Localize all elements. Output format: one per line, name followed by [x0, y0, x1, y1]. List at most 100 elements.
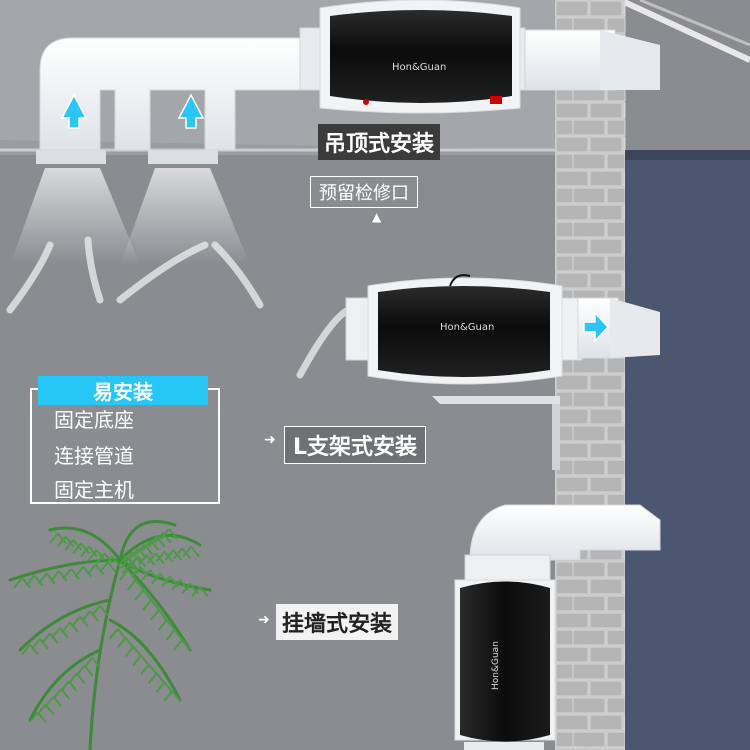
- palm-leaf: [116, 628, 127, 640]
- brick: [606, 629, 626, 646]
- palm-leaf: [168, 528, 178, 540]
- palm-leaf: [64, 539, 75, 551]
- brick: [606, 731, 626, 748]
- ceiling-fan-unit: Hon&Guan: [299, 0, 526, 114]
- palm-leaf: [131, 566, 141, 578]
- brick: [606, 425, 626, 442]
- brick: [572, 561, 606, 578]
- brick: [555, 374, 589, 391]
- palm-leaf: [39, 638, 49, 650]
- palm-leaf: [108, 628, 119, 640]
- palm-leaf: [173, 629, 184, 641]
- palm-leaf: [123, 551, 134, 563]
- brick: [589, 102, 623, 119]
- palm-leaf: [129, 547, 140, 559]
- palm-leaf: [94, 563, 105, 576]
- brick: [555, 714, 589, 731]
- brick: [623, 612, 626, 629]
- brick: [555, 680, 589, 697]
- palm-leaf: [146, 552, 157, 564]
- palm-leaf: [72, 539, 83, 551]
- palm-leaf: [165, 619, 176, 631]
- palm-leaf: [126, 569, 137, 581]
- palm-leaf: [161, 576, 171, 588]
- brick: [572, 629, 606, 646]
- brick: [606, 255, 626, 272]
- palm-leaf: [64, 536, 75, 548]
- airflow-curves: [6, 236, 352, 379]
- brick: [555, 170, 589, 187]
- palm-leaf: [140, 663, 150, 676]
- palm-leaf: [48, 532, 59, 544]
- palm-leaf: [141, 569, 151, 581]
- palm-leaf: [88, 546, 98, 558]
- palm-leaf: [155, 551, 166, 563]
- brick: [555, 272, 589, 289]
- palm-leaf: [60, 688, 70, 700]
- palm-leaf: [45, 572, 56, 584]
- bullet-arrow-icon: ➜: [258, 612, 270, 628]
- palm-leaf: [72, 542, 82, 554]
- brick: [623, 476, 626, 493]
- brand-logo: Hon&Guan: [392, 62, 446, 73]
- palm-leaf: [135, 543, 146, 556]
- palm-leaf: [190, 546, 200, 558]
- wall-fan-unit: Hon&Guan: [454, 504, 661, 750]
- brick: [589, 442, 623, 459]
- palm-leaf: [191, 586, 201, 598]
- palm-leaf: [75, 672, 86, 684]
- brick: [589, 238, 623, 255]
- palm-leaf: [21, 577, 32, 589]
- palm-leaf: [68, 680, 78, 692]
- palm-leaf: [150, 609, 160, 621]
- brick: [572, 663, 606, 680]
- palm-leaf: [95, 549, 106, 561]
- brick: [606, 17, 626, 34]
- brick: [606, 663, 626, 680]
- brick: [589, 476, 623, 493]
- brick: [623, 680, 626, 697]
- brick: [572, 187, 606, 204]
- step-3: 固定主机: [54, 478, 134, 502]
- svg-text:Hon&Guan: Hon&Guan: [440, 322, 494, 333]
- palm-leaf: [89, 610, 99, 622]
- palm-leaf: [124, 637, 135, 649]
- palm-leaf: [13, 577, 24, 589]
- brick: [606, 153, 626, 170]
- brick: [589, 714, 623, 731]
- palm-leaf: [44, 703, 55, 716]
- brick: [623, 374, 626, 391]
- palm-leaf: [150, 599, 160, 611]
- right-arrow-icon: [583, 311, 610, 343]
- brick: [589, 272, 623, 289]
- palm-leaf: [163, 681, 174, 693]
- palm-leaf: [103, 552, 114, 564]
- brick: [555, 136, 589, 153]
- palm-leaf: [70, 568, 80, 580]
- palm-leaf: [28, 711, 39, 723]
- brick-wall: [555, 0, 626, 750]
- brick: [589, 680, 623, 697]
- brick: [555, 408, 589, 425]
- palm-leaf: [132, 654, 142, 667]
- palm-leaf: [151, 572, 161, 584]
- palm-leaf: [173, 639, 184, 651]
- brick: [572, 221, 606, 238]
- service-opening-label: 预留检修口: [310, 176, 418, 208]
- brick: [572, 425, 606, 442]
- palm-leaf: [171, 579, 181, 591]
- brick: [589, 0, 623, 17]
- palm-leaf: [124, 646, 135, 658]
- palm-leaf: [21, 643, 31, 656]
- bullet-arrow-icon: ➜: [264, 432, 276, 448]
- palm-leaf: [148, 663, 158, 676]
- brick: [555, 102, 589, 119]
- brick: [606, 187, 626, 204]
- brick: [555, 476, 589, 493]
- brick: [606, 561, 626, 578]
- brick: [572, 595, 606, 612]
- brick: [589, 408, 623, 425]
- palm-leaf: [83, 664, 94, 677]
- easy-install-title: 易安装: [38, 376, 208, 405]
- wall-install-label: 挂墙式安装: [276, 604, 399, 640]
